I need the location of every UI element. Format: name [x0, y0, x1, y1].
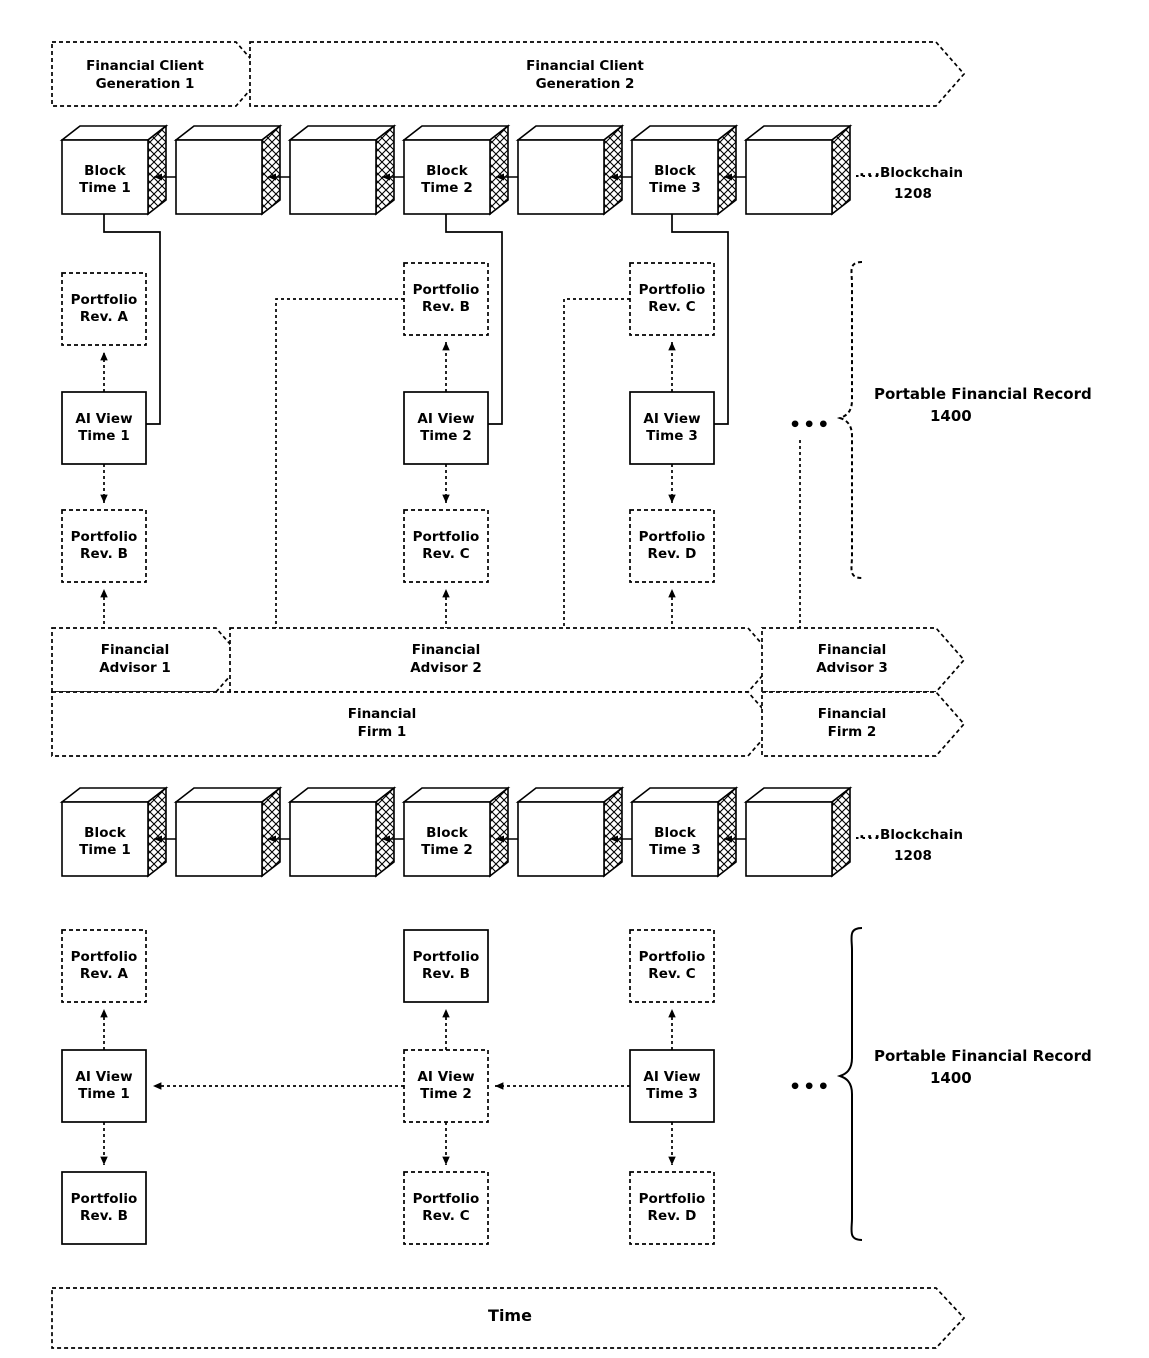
- top-ai-view-time-1: AI View Time 1: [75, 411, 133, 444]
- top-portfolio-rev-c: Portfolio Rev. C: [638, 282, 706, 315]
- firm-banner-2-label: Financial Firm 2: [817, 706, 887, 740]
- bottom-portfolio-rev-a: Portfolio Rev. A: [70, 949, 138, 982]
- top-portfolio-rev-b: Portfolio Rev. B: [412, 282, 480, 315]
- bottom-block-label-1: Block Time 1: [79, 825, 131, 858]
- bottom-block-label-6: Block Time 3: [649, 825, 701, 858]
- bottom-columns-ellipsis: •••: [789, 1076, 832, 1098]
- top-record-boxes: [61, 262, 715, 583]
- bottom-ai-view-time-2: AI View Time 2: [417, 1069, 475, 1102]
- time-banner-label: Time: [488, 1306, 532, 1325]
- client-banner-gen1-label: Financial Client Generation 1: [86, 58, 204, 92]
- advisor-banner-1-label: Financial Advisor 1: [99, 642, 171, 676]
- bottom-record-brace: [836, 927, 863, 1241]
- top-portfolio-rev-c-lower: Portfolio Rev. C: [412, 529, 480, 562]
- bottom-blockchain-leader-dots: ···: [859, 828, 883, 846]
- firm-banner-2-shape: [761, 691, 966, 757]
- top-ai-view-time-2: AI View Time 2: [417, 411, 475, 444]
- advisor-banner-2-label: Financial Advisor 2: [410, 642, 482, 676]
- top-block-label-1: Block Time 1: [79, 163, 131, 196]
- bottom-blockchain-cubes: [61, 787, 880, 877]
- bottom-ai-view-time-1: AI View Time 1: [75, 1069, 133, 1102]
- advisor-banner-3-shape: [761, 627, 966, 693]
- bottom-block-label-4: Block Time 2: [421, 825, 473, 858]
- top-blockchain-leader-dots: ···: [859, 166, 883, 184]
- time-banner-shape: [51, 1287, 966, 1349]
- top-record-brace: [836, 261, 863, 579]
- firm-banner-1-label: Financial Firm 1: [347, 706, 417, 740]
- bottom-blockchain-number: 1208: [894, 848, 932, 864]
- top-record-number: 1400: [930, 407, 972, 425]
- bottom-portfolio-rev-b: Portfolio Rev. B: [412, 949, 480, 982]
- top-portfolio-rev-d-lower: Portfolio Rev. D: [638, 529, 706, 562]
- top-ai-view-time-3: AI View Time 3: [643, 411, 701, 444]
- top-record-label: Portable Financial Record: [874, 385, 1092, 403]
- top-block-to-aiview-connectors: [103, 214, 729, 429]
- client-banner-gen2-shape: [249, 41, 966, 107]
- bottom-record-label: Portable Financial Record: [874, 1047, 1092, 1065]
- client-banner-gen2-label: Financial Client Generation 2: [526, 58, 644, 92]
- top-blockchain-number: 1208: [894, 186, 932, 202]
- top-block-label-4: Block Time 2: [421, 163, 473, 196]
- advisor-banner-3-label: Financial Advisor 3: [816, 642, 888, 676]
- top-block-label-6: Block Time 3: [649, 163, 701, 196]
- top-advisor-dotted-connectors: [100, 298, 801, 630]
- bottom-ai-view-time-3: AI View Time 3: [643, 1069, 701, 1102]
- top-blockchain-label: Blockchain: [880, 165, 964, 181]
- bottom-portfolio-rev-c-lower: Portfolio Rev. C: [412, 1191, 480, 1224]
- top-blockchain-cubes: [61, 125, 880, 215]
- bottom-portfolio-rev-d-lower: Portfolio Rev. D: [638, 1191, 706, 1224]
- top-portfolio-rev-b-lower: Portfolio Rev. B: [70, 529, 138, 562]
- bottom-portfolio-rev-b-lower: Portfolio Rev. B: [70, 1191, 138, 1224]
- top-portfolio-rev-a: Portfolio Rev. A: [70, 292, 138, 325]
- bottom-record-boxes: [61, 929, 715, 1245]
- bottom-column-dotted-arrows: [100, 1009, 676, 1165]
- top-column-dotted-arrows: [100, 342, 676, 503]
- bottom-record-number: 1400: [930, 1069, 972, 1087]
- bottom-portfolio-rev-c: Portfolio Rev. C: [638, 949, 706, 982]
- bottom-blockchain-label: Blockchain: [880, 827, 964, 843]
- top-columns-ellipsis: •••: [789, 414, 832, 436]
